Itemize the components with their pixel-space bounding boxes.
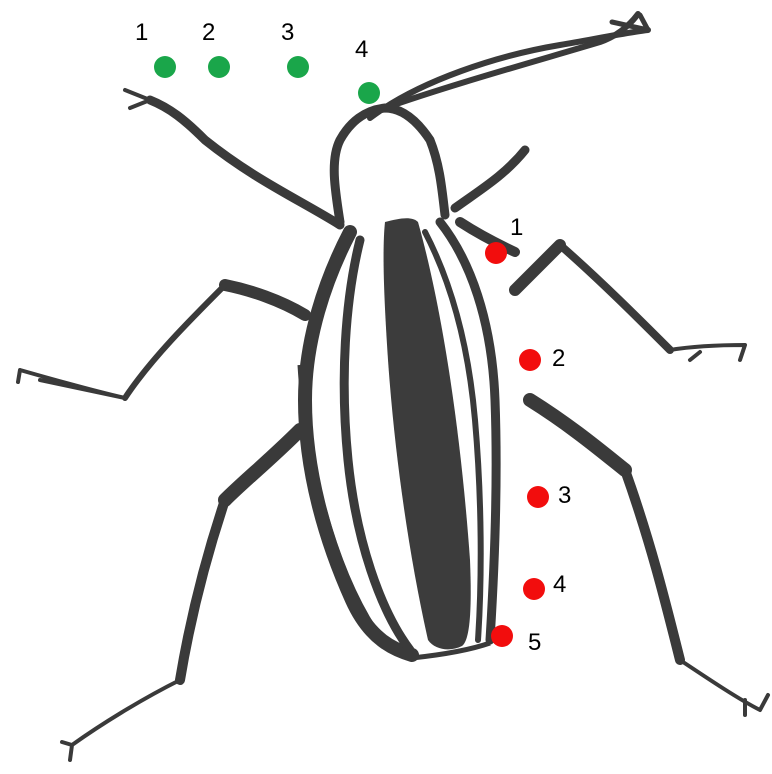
hind-right-tarsus <box>680 660 768 715</box>
beetle-head <box>334 108 445 222</box>
green-marker-2[interactable] <box>208 56 230 78</box>
pronotum-outline <box>334 108 445 222</box>
middle-right-femur <box>515 245 560 290</box>
red-marker-1[interactable] <box>485 242 507 264</box>
red-marker-2[interactable] <box>519 349 541 371</box>
middle-left-femur <box>225 285 305 315</box>
front-right-leg <box>455 150 525 208</box>
green-marker-label-1: 1 <box>135 19 148 46</box>
green-markers: 1 2 3 4 <box>135 19 380 104</box>
front-legs <box>125 90 525 252</box>
front-left-leg <box>150 100 340 225</box>
front-left-claw <box>125 90 150 108</box>
antenna-right-long <box>370 30 648 118</box>
middle-left-tibia <box>125 285 225 398</box>
middle-left-tarsus <box>18 370 125 398</box>
red-marker-label-3: 3 <box>558 482 571 509</box>
hind-left-tarsus <box>62 680 180 760</box>
red-marker-label-4: 4 <box>553 571 566 598</box>
antennae <box>370 14 648 118</box>
green-marker-1[interactable] <box>154 56 176 78</box>
red-marker-label-2: 2 <box>552 345 565 372</box>
antenna-left-cross <box>385 14 638 108</box>
green-marker-3[interactable] <box>287 56 309 78</box>
hind-right-tibia <box>625 470 680 660</box>
beetle-body <box>300 218 496 658</box>
middle-right-tibia <box>560 245 670 350</box>
middle-legs <box>18 245 745 398</box>
hind-left-tibia <box>180 500 225 680</box>
green-marker-label-4: 4 <box>355 36 368 63</box>
middle-right-tarsus <box>670 345 745 360</box>
hind-left-femur <box>225 430 300 500</box>
green-marker-label-3: 3 <box>281 19 294 46</box>
green-marker-label-2: 2 <box>202 19 215 46</box>
red-marker-4[interactable] <box>523 578 545 600</box>
red-marker-label-5: 5 <box>528 629 541 656</box>
red-marker-5[interactable] <box>491 625 513 647</box>
red-marker-3[interactable] <box>527 486 549 508</box>
red-marker-label-1: 1 <box>510 214 523 241</box>
green-marker-4[interactable] <box>358 82 380 104</box>
hind-right-femur <box>530 400 625 470</box>
elytra-center-stripe <box>384 218 471 649</box>
